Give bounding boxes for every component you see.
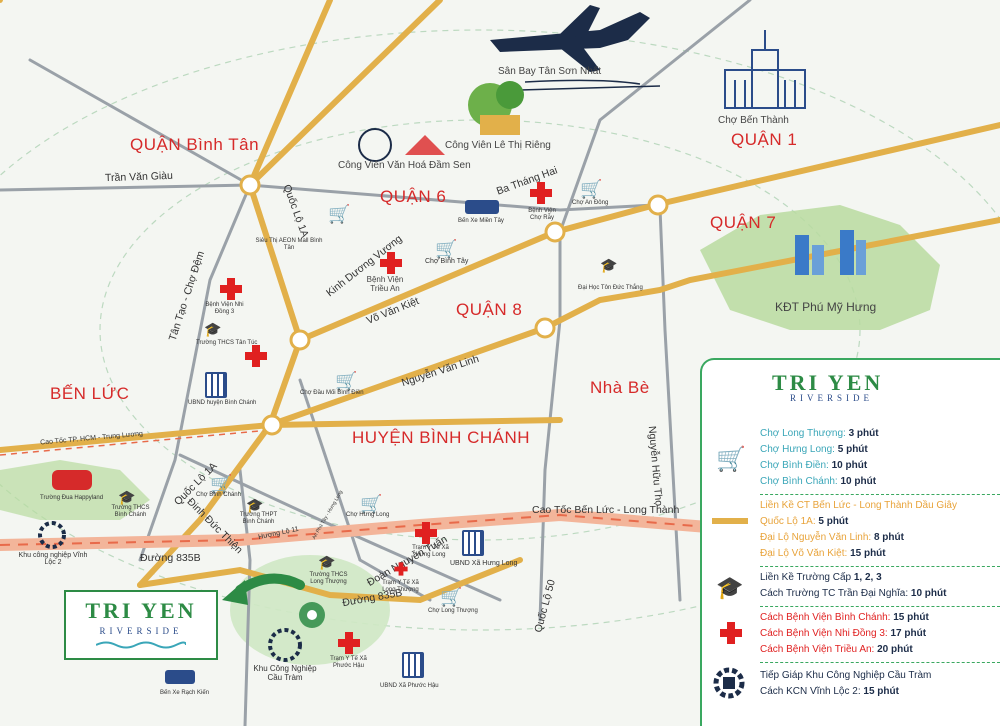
road-cao-toc-ben-luc: Cao Tốc Bến Lức - Long Thành	[532, 504, 680, 516]
district-quan-8: QUẬN 8	[456, 300, 523, 319]
legend-hospital-row: Cách Bệnh Viện Nhi Đồng 3: 17 phút	[760, 628, 927, 639]
legend-hospital-row: Cách Bệnh Viện Triều An: 20 phút	[760, 644, 913, 655]
poi-kcn-vinh-loc: Khu công nghiệp Vĩnh Lộc 2	[18, 552, 88, 566]
legend-hospital-row: Cách Bệnh Viện Bình Chánh: 15 phút	[760, 612, 929, 623]
road-tran-van-giau: Trần Văn Giàu	[104, 169, 174, 185]
cart-icon: 🛒	[716, 446, 746, 473]
poi-ubnd-binh-chanh: UBND huyện Bình Chánh	[188, 400, 257, 406]
legend-industry-row: Cách KCN Vĩnh Lộc 2: 15 phút	[760, 686, 899, 697]
poi-ben-xe-mien-tay: Bến Xe Miền Tây	[458, 218, 504, 224]
poi-cho-binh-chanh: Chợ Bình Chánh	[196, 492, 241, 498]
district-binh-chanh: HUYỆN BÌNH CHÁNH	[352, 428, 531, 447]
district-quan-1: QUẬN 1	[731, 130, 798, 149]
poi-cho-an-dong: Chợ An Đông	[572, 200, 609, 206]
poi-thcs-binh-chanh: Trường THCS Bình Chánh	[111, 505, 150, 518]
label-dam-sen: Công Viên Văn Hoá Đầm Sen	[338, 160, 471, 171]
hospital-icon	[380, 252, 402, 274]
legend-divider	[760, 606, 1000, 607]
cart-icon: 🛒	[360, 494, 383, 514]
project-logo: TRI YEN RIVERSIDE	[64, 590, 218, 660]
district-binh-tan: QUẬN Bình Tân	[130, 135, 260, 154]
office-building-icon	[402, 652, 424, 678]
legend-logo-sub: RIVERSIDE	[790, 393, 873, 403]
poi-bv-cho-ray: Bệnh Viện Chợ Rẫy	[528, 208, 556, 221]
district-quan-7: QUẬN 7	[710, 213, 777, 232]
cart-icon: 🛒	[435, 239, 458, 259]
poi-bv-nhi-dong-3: Bệnh Viện Nhi Đồng 3	[205, 302, 244, 315]
road-icon	[712, 518, 748, 524]
legend-market-row: Chợ Long Thượng: 3 phút	[760, 428, 879, 439]
legend-divider	[760, 566, 1000, 567]
school-icon: 🎓	[246, 497, 264, 513]
legend-road-row: Đại Lộ Nguyễn Văn Linh: 8 phút	[760, 532, 904, 543]
legend-market-row: Chợ Hưng Long: 5 phút	[760, 444, 868, 455]
label-cho-ben-thanh: Chợ Bến Thành	[718, 115, 789, 126]
hospital-icon	[720, 622, 742, 644]
poi-bv-trieu-an: Bệnh Viện Triều An	[366, 275, 404, 293]
office-building-icon	[462, 530, 484, 556]
project-logo-sub: RIVERSIDE	[99, 626, 183, 636]
cart-icon: 🛒	[335, 371, 358, 391]
legend-road-row: Đại Lộ Võ Văn Kiệt: 15 phút	[760, 548, 886, 559]
poi-ubnd-hung-long: UBND Xã Hưng Long	[450, 560, 518, 567]
school-icon: 🎓	[204, 321, 222, 337]
poi-dh-ton-duc-thang: Đại Học Tôn Đức Thắng	[578, 285, 643, 291]
legend-industry-row: Tiếp Giáp Khu Công Nghiệp Cầu Tràm	[760, 670, 932, 681]
legend-road-row: Liền Kề CT Bến Lức - Long Thành Dầu Giây	[760, 500, 957, 511]
hospital-icon	[415, 522, 437, 544]
hospital-icon	[245, 345, 267, 367]
project-logo-name: TRI YEN	[85, 598, 197, 623]
hospital-icon	[220, 278, 242, 300]
road-835b-left: Đường 835B	[140, 552, 201, 564]
poi-thpt-binh-chanh: Trường THPT Bình Chánh	[239, 512, 278, 525]
school-icon: 🎓	[716, 575, 744, 600]
office-building-icon	[205, 372, 227, 398]
legend-logo-name: TRI YEN	[772, 370, 884, 395]
poi-binh-dien: Chợ Đầu Mối Bình Điền	[300, 390, 364, 396]
cart-icon: 🛒	[440, 587, 463, 607]
poi-cho-binh-tay: Chợ Bình Tây	[425, 258, 469, 265]
cart-icon: 🛒	[328, 204, 351, 224]
legend-panel: TRI YEN RIVERSIDE 🛒 Chợ Long Thượng: 3 p…	[700, 358, 1000, 726]
cart-icon: 🛒	[210, 474, 233, 494]
legend-school-row: Cách Trường TC Trần Đại Nghĩa: 10 phút	[760, 588, 947, 599]
poi-ben-xe-rach-kien: Bến Xe Rạch Kiến	[160, 690, 210, 696]
hospital-icon	[338, 632, 360, 654]
poi-tram-y-te-hung-long: Trạm Y Tế Xã Hưng Long	[412, 545, 449, 558]
legend-school-row: Liền Kề Trường Cấp 1, 2, 3	[760, 572, 882, 583]
legend-market-row: Chợ Bình Chánh: 10 phút	[760, 476, 877, 487]
airplane-icon	[490, 5, 650, 72]
poi-tram-y-te-phuoc-hau: Trạm Y Tế Xã Phước Hậu	[330, 656, 367, 669]
hospital-icon	[394, 562, 408, 576]
legend-divider	[760, 662, 1000, 663]
poi-cho-long-thuong: Chợ Long Thượng	[428, 608, 478, 614]
district-quan-6: QUẬN 6	[380, 187, 447, 206]
school-icon: 🎓	[118, 489, 136, 505]
cho-ben-thanh-icon	[724, 30, 806, 109]
legend-divider	[760, 494, 1000, 495]
park-icon	[358, 81, 524, 162]
school-icon: 🎓	[600, 257, 618, 273]
wave-icon	[96, 641, 186, 649]
poi-thcs-long-thuong: Trường THCS Long Thượng	[309, 572, 348, 585]
cart-icon: 🛒	[580, 179, 603, 199]
label-phu-my-hung: KĐT Phú Mỹ Hưng	[775, 300, 877, 314]
district-ben-luc: BẾN LỨC	[50, 384, 130, 403]
legend-market-row: Chợ Bình Điền: 10 phút	[760, 460, 868, 471]
poi-thcs-tan-tuc: Trường THCS Tân Túc	[196, 340, 258, 346]
school-icon: 🎓	[318, 554, 336, 570]
label-le-thi-rieng: Công Viên Lê Thị Riêng	[445, 140, 551, 151]
poi-tram-y-te-long-thuong: Trạm Y Tế Xã Long Thượng	[382, 580, 419, 593]
poi-cho-hung-long: Chợ Hưng Long	[346, 512, 390, 518]
hospital-icon	[530, 182, 552, 204]
legend-road-row: Quốc Lộ 1A: 5 phút	[760, 516, 849, 527]
district-nha-be: Nhà Bè	[590, 378, 650, 397]
industry-icon	[713, 667, 745, 699]
poi-aeon: Siêu Thị AEON Mall Bình Tân	[255, 238, 323, 251]
label-san-bay: Sân Bay Tân Sơn Nhất	[498, 66, 602, 77]
poi-happyland: Trường Đua Happyland	[40, 495, 104, 501]
poi-kcn-cau-tram: Khu Công Nghiệp Cầu Tràm	[253, 664, 317, 682]
poi-ubnd-phuoc-hau: UBND Xã Phước Hậu	[380, 683, 439, 689]
